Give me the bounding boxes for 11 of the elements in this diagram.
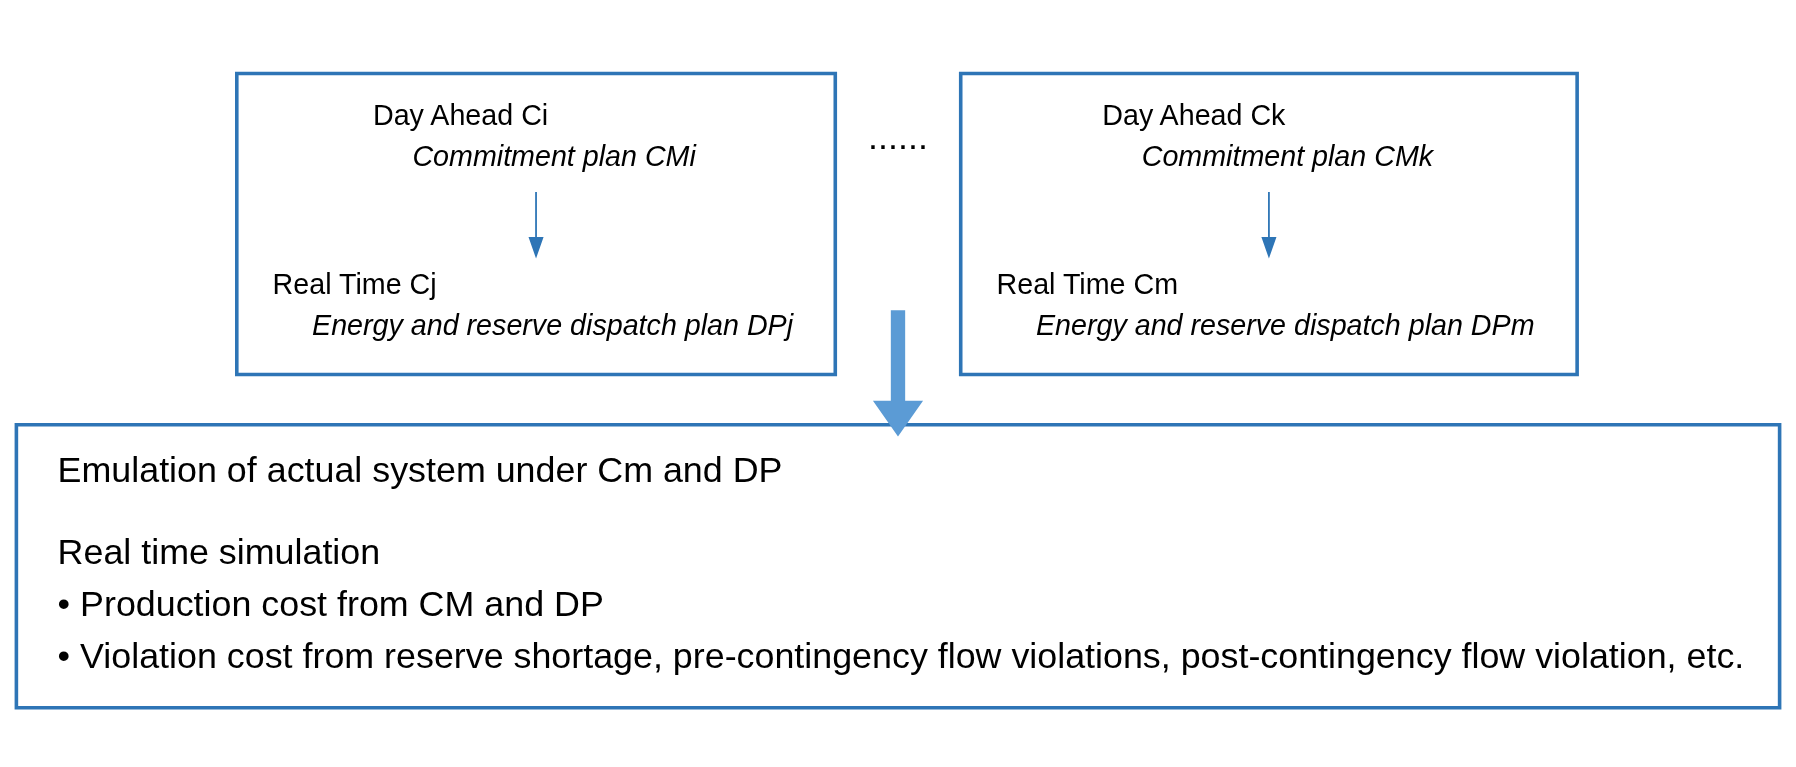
arrow — [872, 310, 924, 437]
arrow — [1261, 191, 1277, 259]
label: ...... — [868, 116, 928, 157]
node-text: Day Ahead Ck Commitment plan CMk — [1102, 99, 1434, 173]
arrow — [528, 191, 544, 259]
node-text: Real Time Cj Energy and reserve dispatch plan DPj — [272, 267, 794, 341]
node-box: Emulation of actual system under Cm and DP Real time simulation • Production cost from CM and DP • Violation cost from reserve shortage, pre-contingency flow violations, post-contingency flow violation, etc. — [14, 422, 1782, 710]
cluster — [235, 71, 838, 377]
cluster — [958, 71, 1579, 377]
node-text: Day Ahead Ci Commitment plan CMi — [372, 99, 696, 173]
node-text: Real Time Cm Energy and reserve dispatch plan DPm — [996, 267, 1535, 341]
